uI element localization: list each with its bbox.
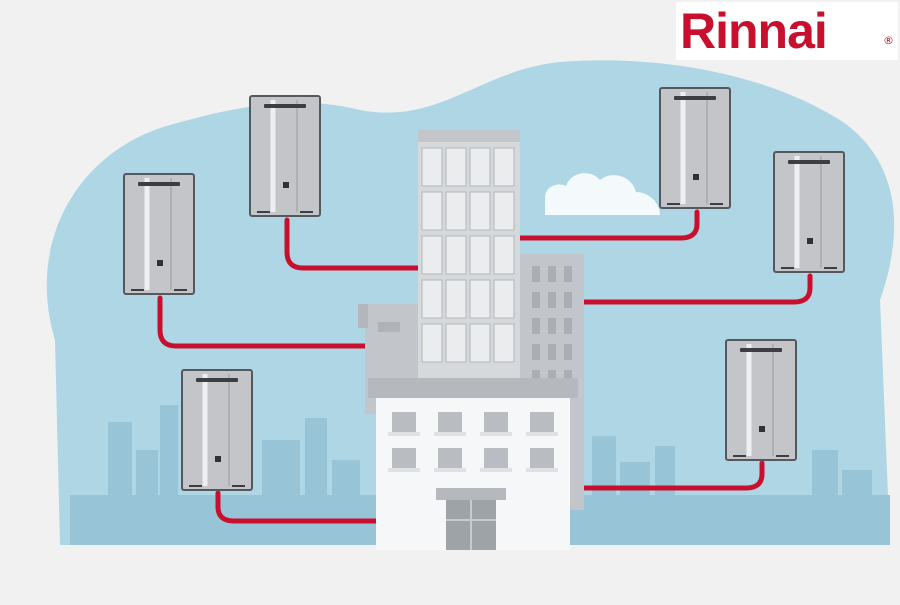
tankless-water-heater-icon	[660, 88, 730, 208]
registered-mark: ®	[883, 34, 894, 47]
cloud-icon	[545, 173, 660, 215]
brand-name: Rinnai	[680, 3, 828, 59]
pipe-bottom-left	[215, 490, 381, 524]
pipe-bottom-right	[580, 460, 765, 491]
pipe-left-mid	[157, 295, 368, 349]
tankless-water-heater-icon	[250, 96, 320, 216]
commercial-building-icon	[358, 130, 584, 550]
tankless-water-heater-icon	[124, 174, 194, 294]
pipe-top-left	[284, 217, 423, 271]
rinnai-logo: Rinnai ®	[676, 2, 898, 60]
hot-water-pipe-icon	[157, 209, 813, 524]
tankless-water-heater-icon	[726, 340, 796, 460]
pipe-top-right	[517, 209, 700, 241]
tankless-water-heater-icon	[182, 370, 252, 490]
pipe-right-mid	[580, 273, 813, 305]
tankless-water-heater-icon	[774, 152, 844, 272]
